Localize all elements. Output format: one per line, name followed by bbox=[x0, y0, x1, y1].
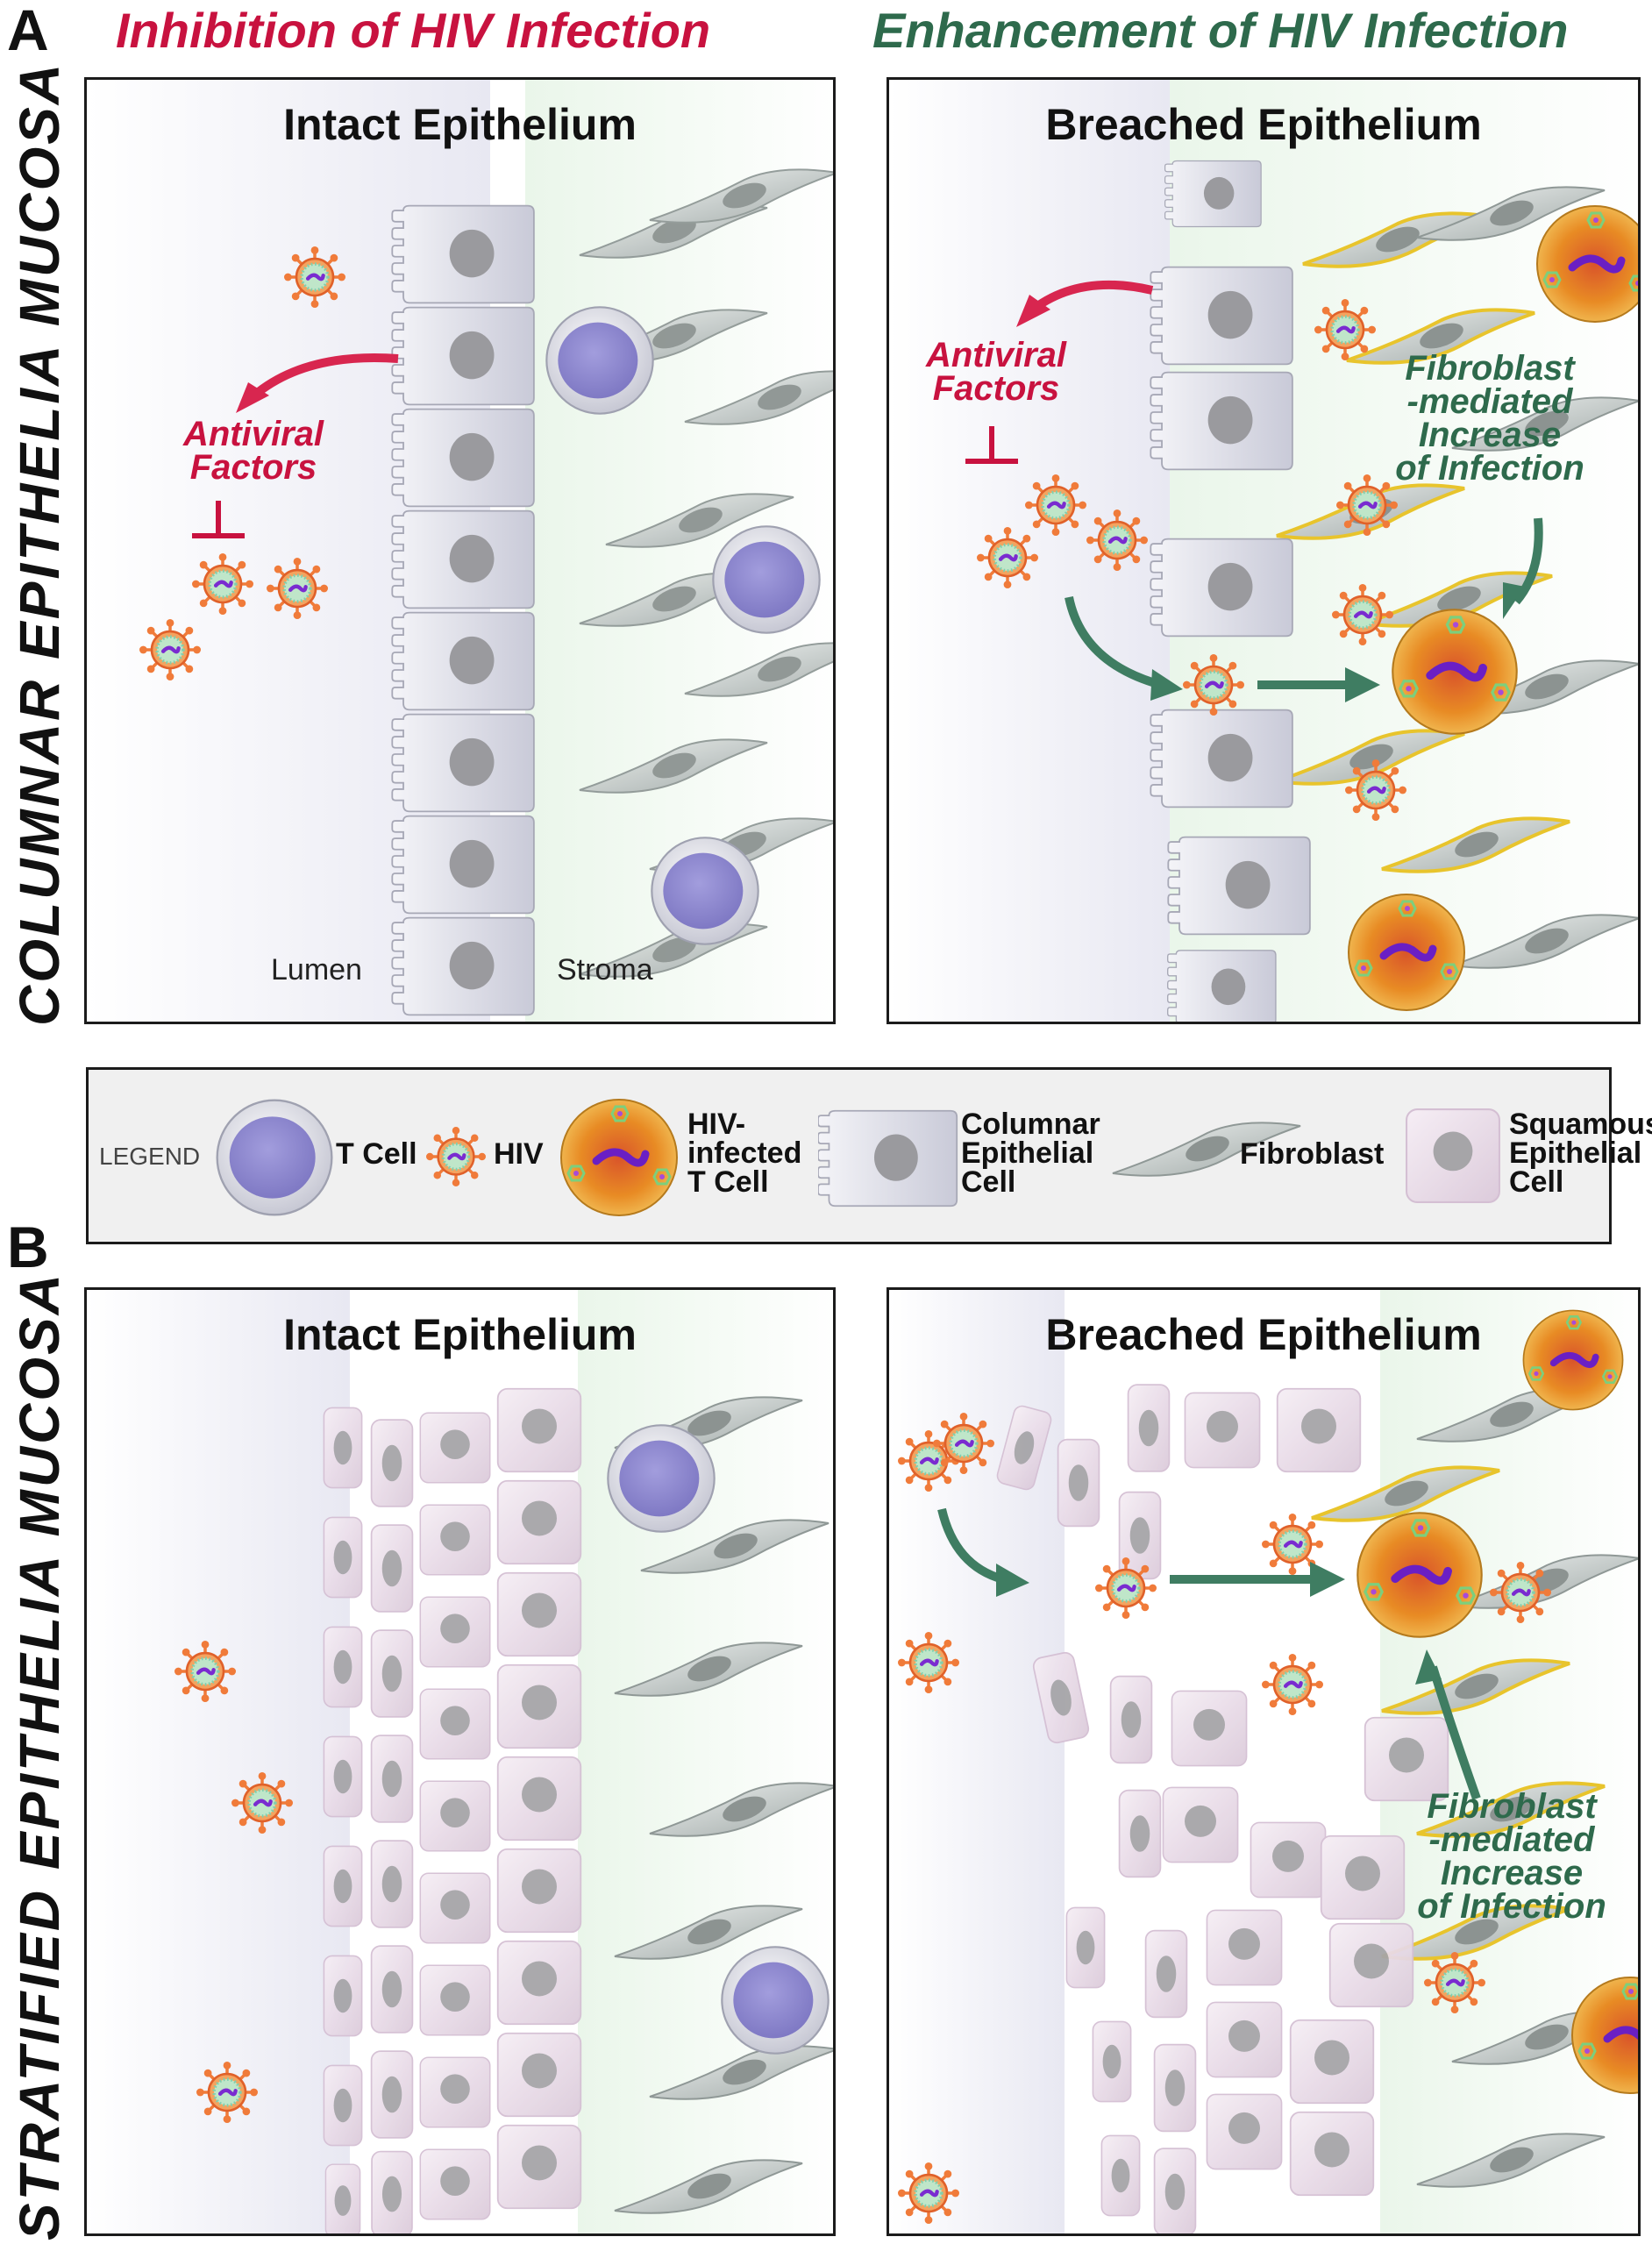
panel-b-breached: Breached Epithelium Fibroblast -mediated… bbox=[887, 1287, 1641, 2236]
panel-b-intact-illustration bbox=[87, 1290, 833, 2233]
fibroblast-arrow bbox=[1428, 1665, 1481, 1800]
panel-a-intact: Intact Epithelium Antiviral Factors Lume… bbox=[84, 77, 836, 1024]
panel-a-intact-title: Intact Epithelium bbox=[283, 100, 637, 149]
legend-title: LEGEND bbox=[99, 1143, 201, 1170]
legend-columnar-icon bbox=[818, 1109, 958, 1207]
side-label-columnar: COLUMNAR EPITHELIA MUCOSA bbox=[8, 61, 71, 1026]
legend-infected-label: HIV- infected T Cell bbox=[687, 1108, 802, 1199]
legend-squamous-label: Squamous Epithelial Cell bbox=[1509, 1108, 1652, 1199]
legend-tcell-label: T Cell bbox=[336, 1137, 417, 1171]
legend: LEGEND T Cell HIV HIV- infected T Cell C… bbox=[86, 1067, 1652, 1247]
side-label-stratified: STRATIFIED EPITHELIA MUCOSA bbox=[8, 1272, 71, 2240]
fibroblast-arrow bbox=[1513, 517, 1543, 605]
panel-label-b: B bbox=[7, 1215, 49, 1279]
panel-b-intact: Intact Epithelium bbox=[84, 1287, 836, 2236]
antiviral-factors-label: Antiviral Factors bbox=[925, 336, 1067, 408]
inhibition-bar bbox=[192, 501, 245, 538]
lumen-label: Lumen bbox=[271, 953, 362, 987]
legend-hiv-label: HIV bbox=[494, 1137, 544, 1171]
panel-label-a: A bbox=[7, 0, 49, 62]
squamous-epithelium bbox=[323, 1387, 582, 2233]
entry-arrow bbox=[1065, 595, 1163, 689]
panel-a-intact-illustration bbox=[87, 80, 833, 1022]
panel-b-breached-title: Breached Epithelium bbox=[1045, 1310, 1482, 1359]
legend-infected-icon bbox=[561, 1100, 677, 1215]
header-inhibition: Inhibition of HIV Infection bbox=[116, 3, 711, 58]
header-enhancement: Enhancement of HIV Infection bbox=[872, 3, 1569, 58]
antiviral-arrow bbox=[246, 353, 399, 403]
panel-a-breached-illustration bbox=[889, 80, 1638, 1022]
legend-hiv-icon bbox=[426, 1127, 486, 1186]
legend-symbols bbox=[216, 1070, 1500, 1247]
panel-b-intact-title: Intact Epithelium bbox=[283, 1310, 637, 1359]
panel-a-breached-title: Breached Epithelium bbox=[1045, 100, 1482, 149]
legend-fibroblast-label: Fibroblast bbox=[1240, 1137, 1385, 1171]
antiviral-factors-label: Antiviral Factors bbox=[182, 415, 324, 487]
stroma-label: Stroma bbox=[557, 953, 653, 987]
entry-arrow bbox=[937, 1507, 1005, 1584]
legend-columnar-label: Columnar Epithelial Cell bbox=[961, 1108, 1100, 1199]
fibroblast-note: Fibroblast -mediated Increase of Infecti… bbox=[1417, 1787, 1606, 1926]
fibroblast-note: Fibroblast -mediated Increase of Infecti… bbox=[1395, 349, 1584, 488]
columnar-epithelium bbox=[1150, 160, 1311, 1022]
panel-b-breached-illustration bbox=[889, 1290, 1638, 2233]
inhibition-bar bbox=[965, 426, 1018, 464]
panel-a-breached: Breached Epithelium Antiviral Factors Fi… bbox=[887, 77, 1641, 1024]
legend-squamous-icon bbox=[1406, 1108, 1500, 1203]
legend-tcell-icon bbox=[216, 1099, 333, 1216]
